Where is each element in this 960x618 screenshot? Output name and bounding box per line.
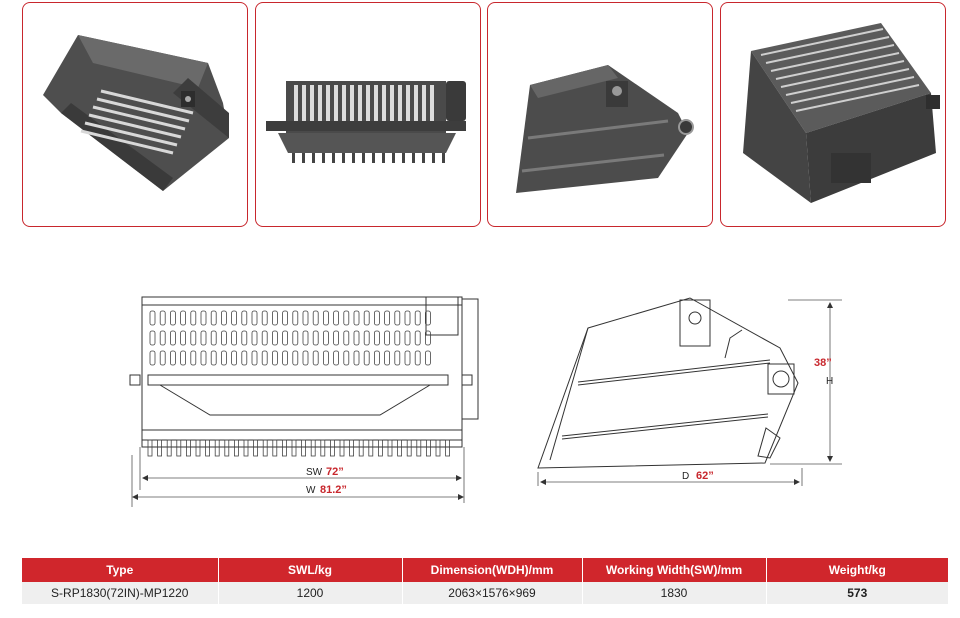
header-dimension: Dimension(WDH)/mm xyxy=(402,558,583,582)
header-weight: Weight/kg xyxy=(766,558,948,582)
w-label: W xyxy=(306,485,316,496)
bucket-front-three-quarter-image xyxy=(43,35,229,191)
d-value: 62” xyxy=(696,470,714,482)
bucket-side-image xyxy=(516,65,694,193)
spec-table: Type SWL/kg Dimension(WDH)/mm Working Wi… xyxy=(22,558,948,604)
bucket-front-image xyxy=(266,81,466,163)
d-label: D xyxy=(682,471,689,482)
cell-swl: 1200 xyxy=(218,582,403,604)
table-row: S-RP1830(72IN)-MP1220 1200 2063×1576×969… xyxy=(22,582,948,604)
w-value: 81.2” xyxy=(320,484,347,496)
cell-type: S-RP1830(72IN)-MP1220 xyxy=(22,582,219,604)
h-value: 38” xyxy=(814,357,832,369)
h-label: H xyxy=(826,376,833,387)
spec-table-header-row: Type SWL/kg Dimension(WDH)/mm Working Wi… xyxy=(22,558,948,582)
header-type: Type xyxy=(22,558,219,582)
sw-label: SW xyxy=(306,467,323,478)
product-view-card-4 xyxy=(720,2,946,227)
header-working-width: Working Width(SW)/mm xyxy=(582,558,767,582)
bucket-rear-three-quarter-image xyxy=(743,23,940,203)
cell-weight: 573 xyxy=(766,582,948,604)
cell-working-width: 1830 xyxy=(582,582,767,604)
product-view-card-1 xyxy=(22,2,248,227)
side-technical-drawing: 38” H D 62” xyxy=(537,297,842,486)
cell-dimension: 2063×1576×969 xyxy=(402,582,583,604)
front-technical-drawing: SW 72” W 81.2” xyxy=(129,296,479,507)
header-swl: SWL/kg xyxy=(218,558,403,582)
product-view-card-2 xyxy=(255,2,481,227)
sw-value: 72” xyxy=(326,466,344,478)
product-view-card-3 xyxy=(487,2,713,227)
